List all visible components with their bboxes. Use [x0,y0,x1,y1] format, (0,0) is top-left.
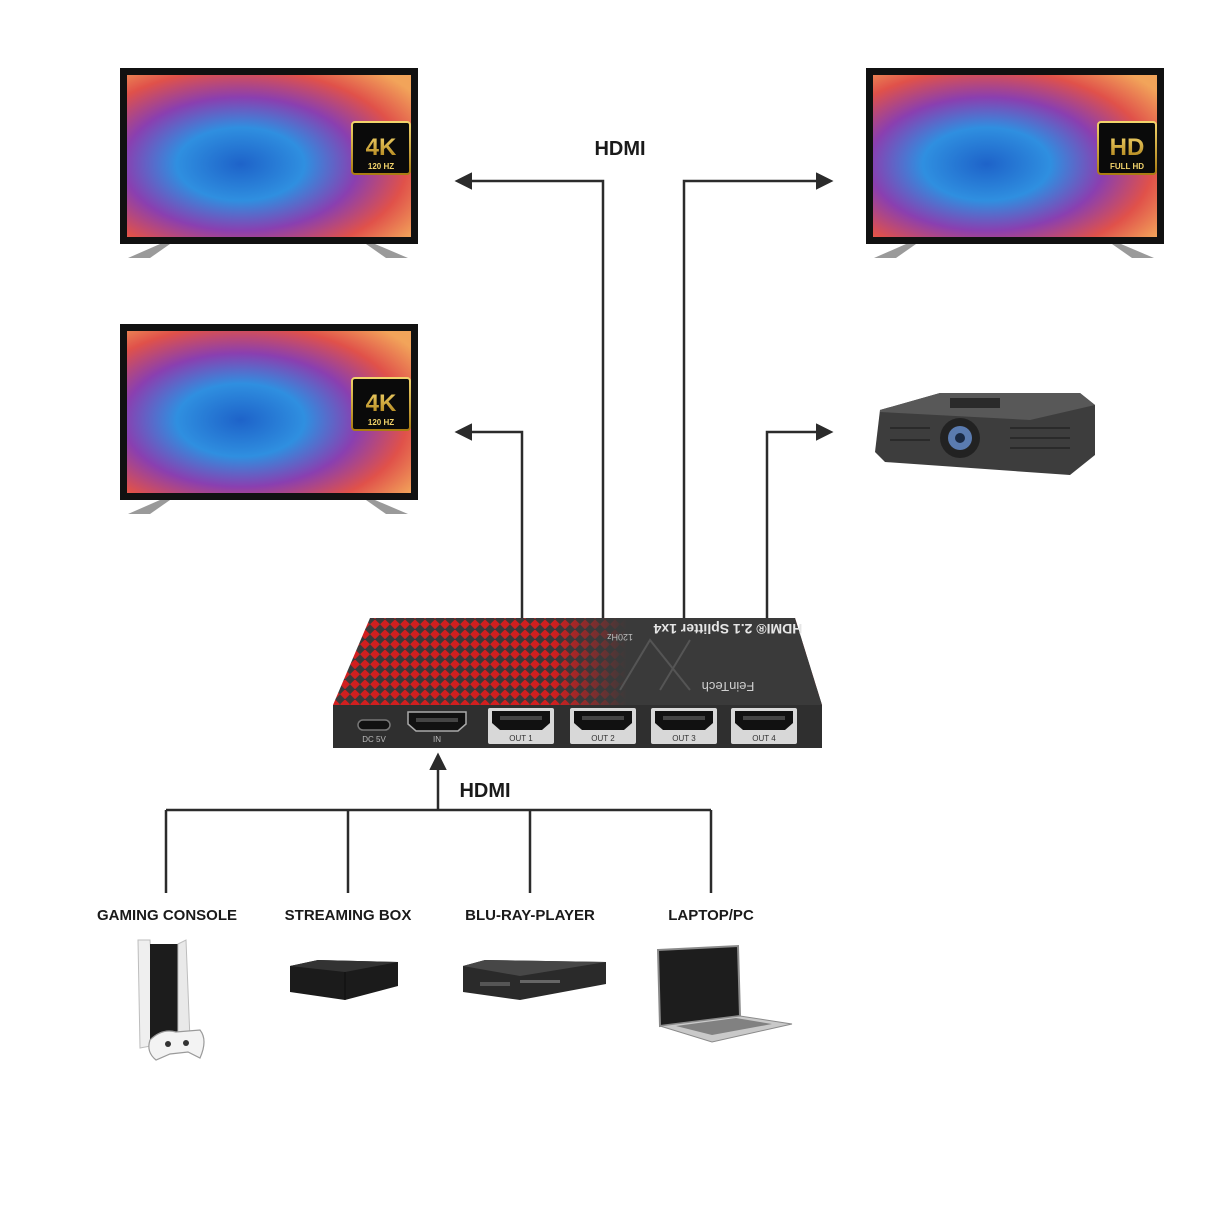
hdmi-out-port-2 [570,708,636,744]
badge-sub-text: 120 HZ [368,418,394,427]
hdmi-input-label: HDMI [459,780,511,802]
port-label: OUT 3 [672,734,696,743]
tv-stand-foot [128,244,170,258]
projector-icon [875,393,1095,475]
splitter-title: HDMI® 2.1 Splitter 1x4 [653,621,802,637]
hdmi-out-port-1 [488,708,554,744]
out2-line [454,172,605,705]
4k-badge [351,377,411,431]
source-label-laptop: LAPTOP/PC [668,907,754,924]
hdmi-out-port-3 [651,708,717,744]
hdmi-output-label: HDMI [594,138,646,160]
splitter-subtitle: 120Hz [606,632,633,642]
tv-stand-foot [874,244,916,258]
badge-main-text: 4K [366,390,397,417]
tv-top-right: HD FULL HD [866,68,1164,258]
hd-badge [1097,121,1157,175]
source-label-streaming-box: STREAMING BOX [284,907,412,924]
out1-line [454,423,524,705]
tv-stand-foot [366,500,408,514]
input-connections [164,752,713,893]
hdmi-splitter: HDMI® 2.1 Splitter 1x4 120Hz FeinTech DC… [333,618,822,748]
tv-middle-left: 4K 120 HZ [120,324,418,514]
port-label: IN [433,735,441,744]
source-label-bluray-player: BLU-RAY-PLAYER [465,907,595,924]
port-label: OUT 1 [509,734,533,743]
splitter-brand: FeinTech [702,679,755,694]
hdmi-in-port [407,711,467,732]
tv-stand-foot [128,500,170,514]
laptop-icon [656,944,793,1043]
gaming-console-icon [137,939,205,1061]
port-label: OUT 2 [591,734,615,743]
source-label-gaming-console: GAMING CONSOLE [96,907,237,924]
output-connections [454,172,834,705]
port-label: DC 5V [362,735,386,744]
tv-stand-foot [366,244,408,258]
streaming-box-icon [290,960,398,1000]
out3-line [682,172,834,705]
tv-top-left: 4K 120 HZ [120,68,418,258]
port-label: OUT 4 [752,734,776,743]
badge-main-text: HD [1110,134,1145,161]
bluray-player-icon [463,960,606,1000]
badge-sub-text: FULL HD [1110,162,1144,171]
4k-badge [351,121,411,175]
out4-line [765,423,834,705]
tv-stand-foot [1112,244,1154,258]
badge-sub-text: 120 HZ [368,162,394,171]
badge-main-text: 4K [366,134,397,161]
hdmi-out-port-4 [731,708,797,744]
dc-port [357,719,391,731]
